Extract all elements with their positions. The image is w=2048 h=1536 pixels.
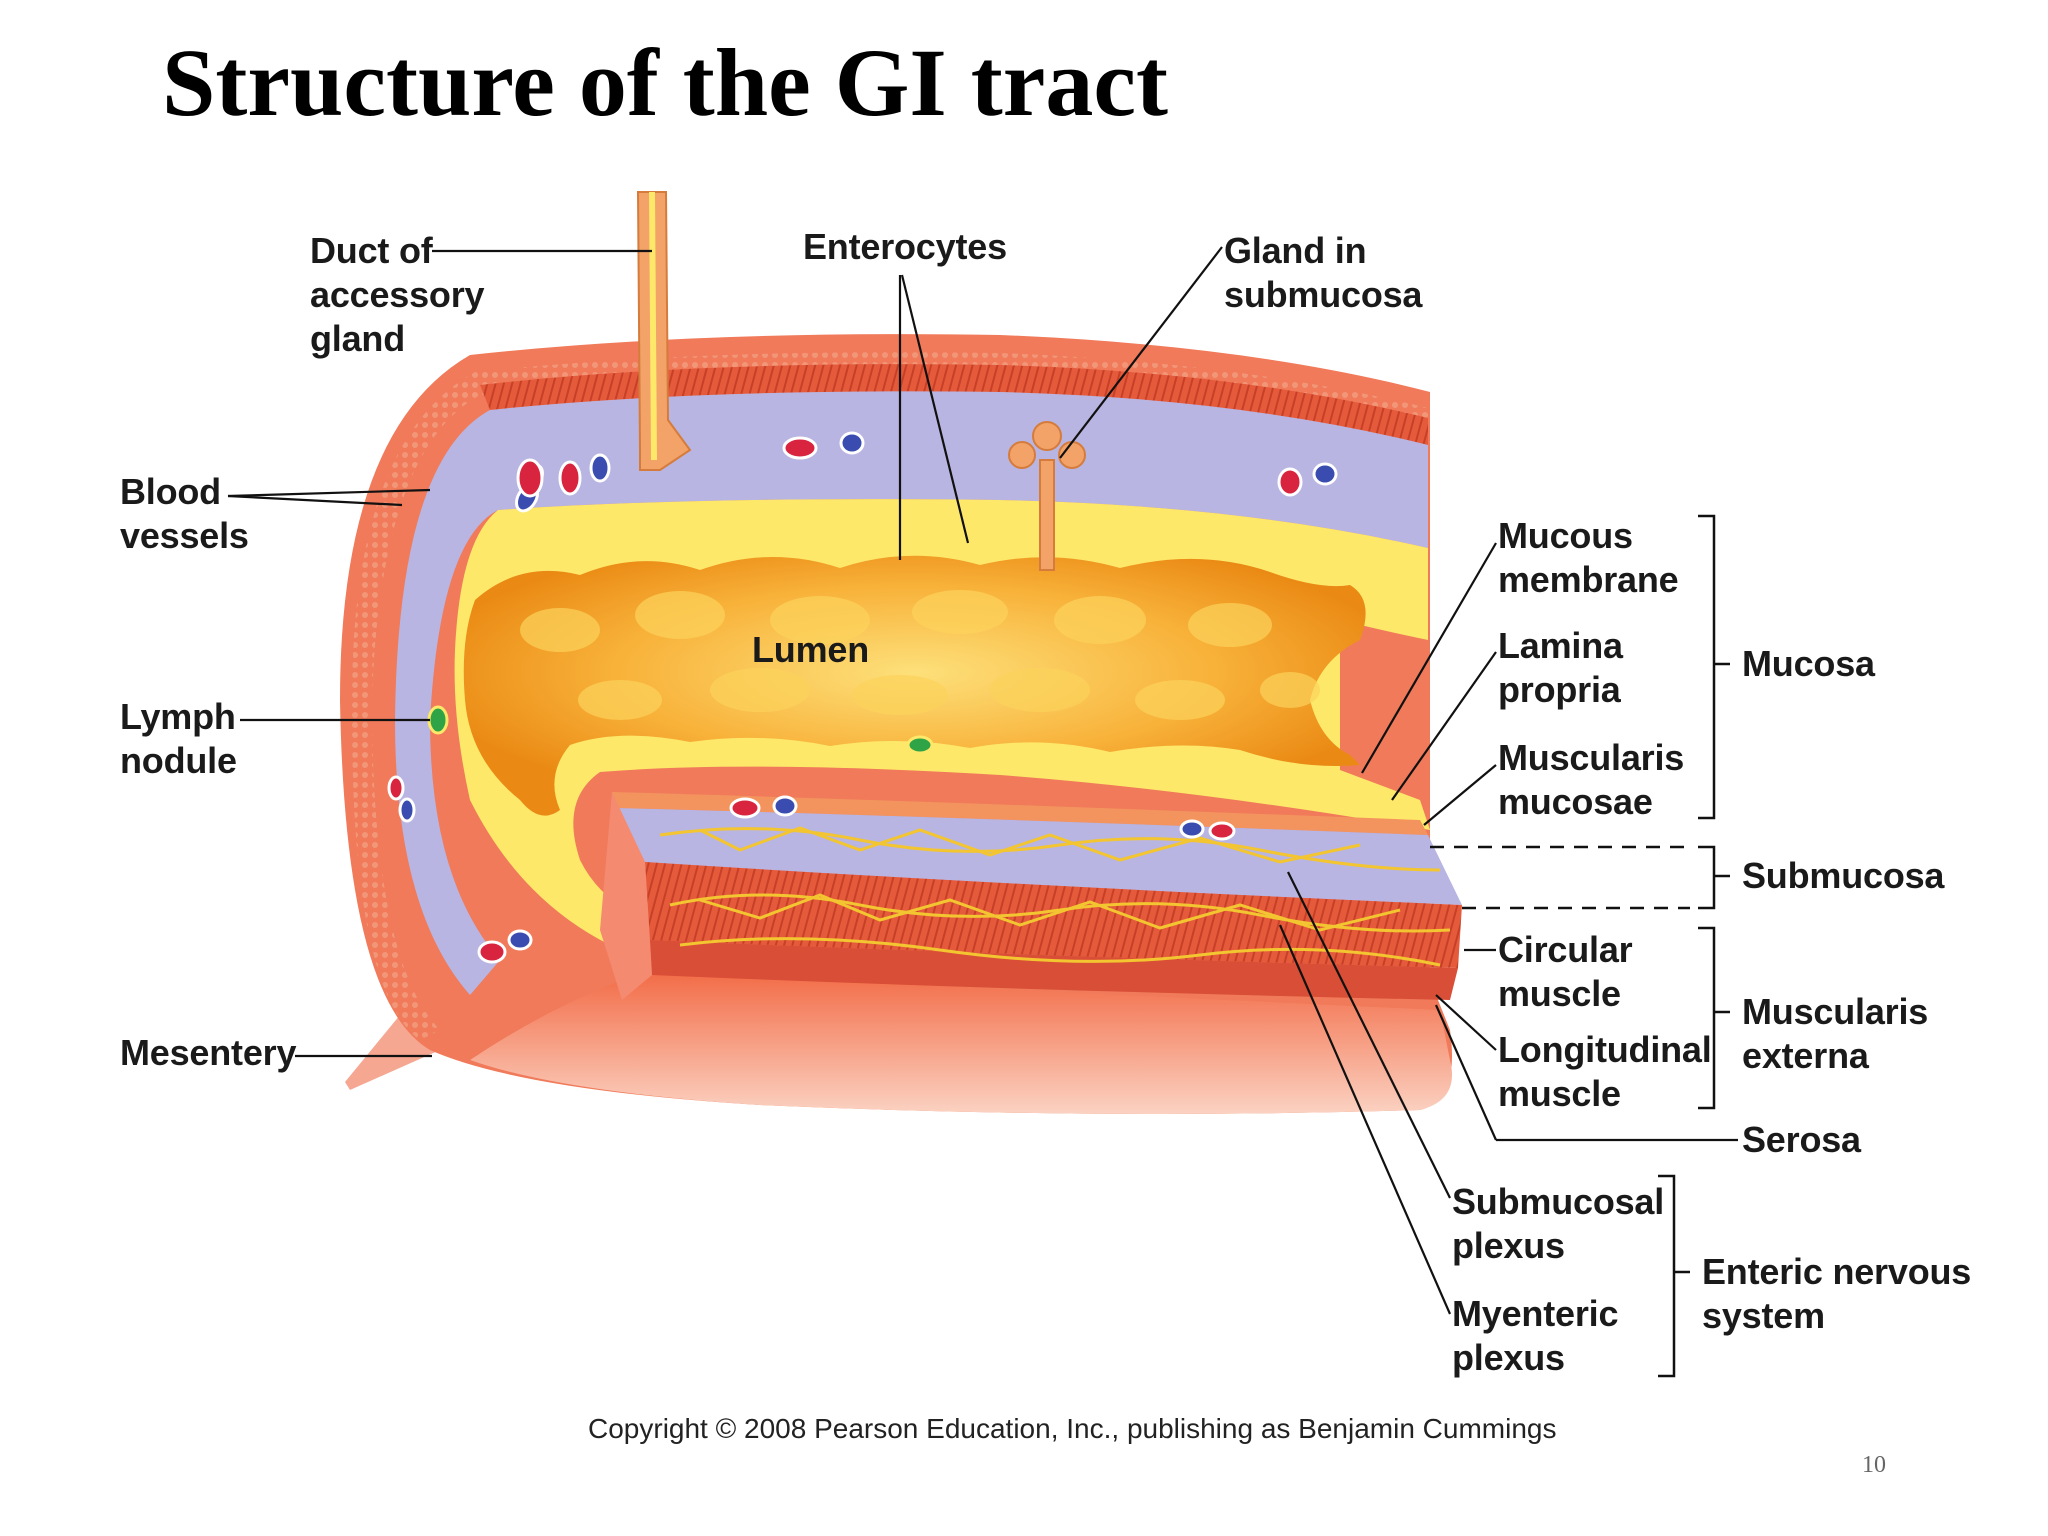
submucosa-dashes	[1430, 845, 1690, 910]
label-mucous-membrane: Mucous membrane	[1498, 515, 1679, 600]
slide-title: Structure of the GI tract	[162, 29, 1168, 136]
tube-bottom-shade	[470, 970, 1452, 1114]
label-lymph-nodule: Lymph nodule	[120, 696, 237, 781]
label-muscularis-mucosae: Muscularis mucosae	[1498, 737, 1685, 822]
label-lumen: Lumen	[752, 629, 870, 670]
brackets	[1658, 514, 1730, 1378]
cut-submucosa	[615, 808, 1462, 905]
cut-face-side	[600, 792, 652, 1000]
cut-longitudinal-muscle	[650, 940, 1458, 1000]
label-longitudinal-muscle: Longitudinal muscle	[1498, 1029, 1712, 1114]
label-myenteric-plexus: Myenteric plexus	[1452, 1293, 1619, 1378]
label-mucosa: Mucosa	[1742, 643, 1875, 684]
label-submucosal-plexus: Submucosal plexus	[1452, 1181, 1665, 1266]
label-lamina-propria: Lamina propria	[1498, 625, 1623, 710]
submucosa-layer	[395, 391, 1428, 995]
label-duct-of-accessory-gland: Duct of accessory gland	[310, 230, 485, 359]
label-serosa: Serosa	[1742, 1119, 1861, 1160]
label-submucosa: Submucosa	[1742, 855, 1945, 896]
muscle-band-top	[480, 364, 1428, 445]
submucosal-gland	[1008, 421, 1086, 571]
nerve-plexus	[659, 826, 1451, 967]
blood-vessels	[387, 431, 1338, 964]
copyright-notice: Copyright © 2008 Pearson Education, Inc.…	[588, 1413, 1557, 1444]
lymph-nodule	[427, 705, 449, 735]
label-gland-in-submucosa: Gland in submucosa	[1224, 230, 1423, 315]
label-circular-muscle: Circular muscle	[1498, 929, 1633, 1014]
lumen-bumps	[520, 590, 1320, 720]
label-enteric-nervous-system: Enteric nervous system	[1702, 1251, 1972, 1336]
label-muscularis-externa: Muscularis externa	[1742, 991, 1929, 1076]
lymph-nodule-2	[906, 735, 934, 755]
label-mesentery: Mesentery	[120, 1032, 297, 1073]
label-enterocytes: Enterocytes	[803, 226, 1007, 267]
label-blood-vessels: Blood vessels	[120, 471, 249, 556]
page-number: 10	[1862, 1452, 1886, 1478]
leader-lines	[227, 246, 1738, 1315]
